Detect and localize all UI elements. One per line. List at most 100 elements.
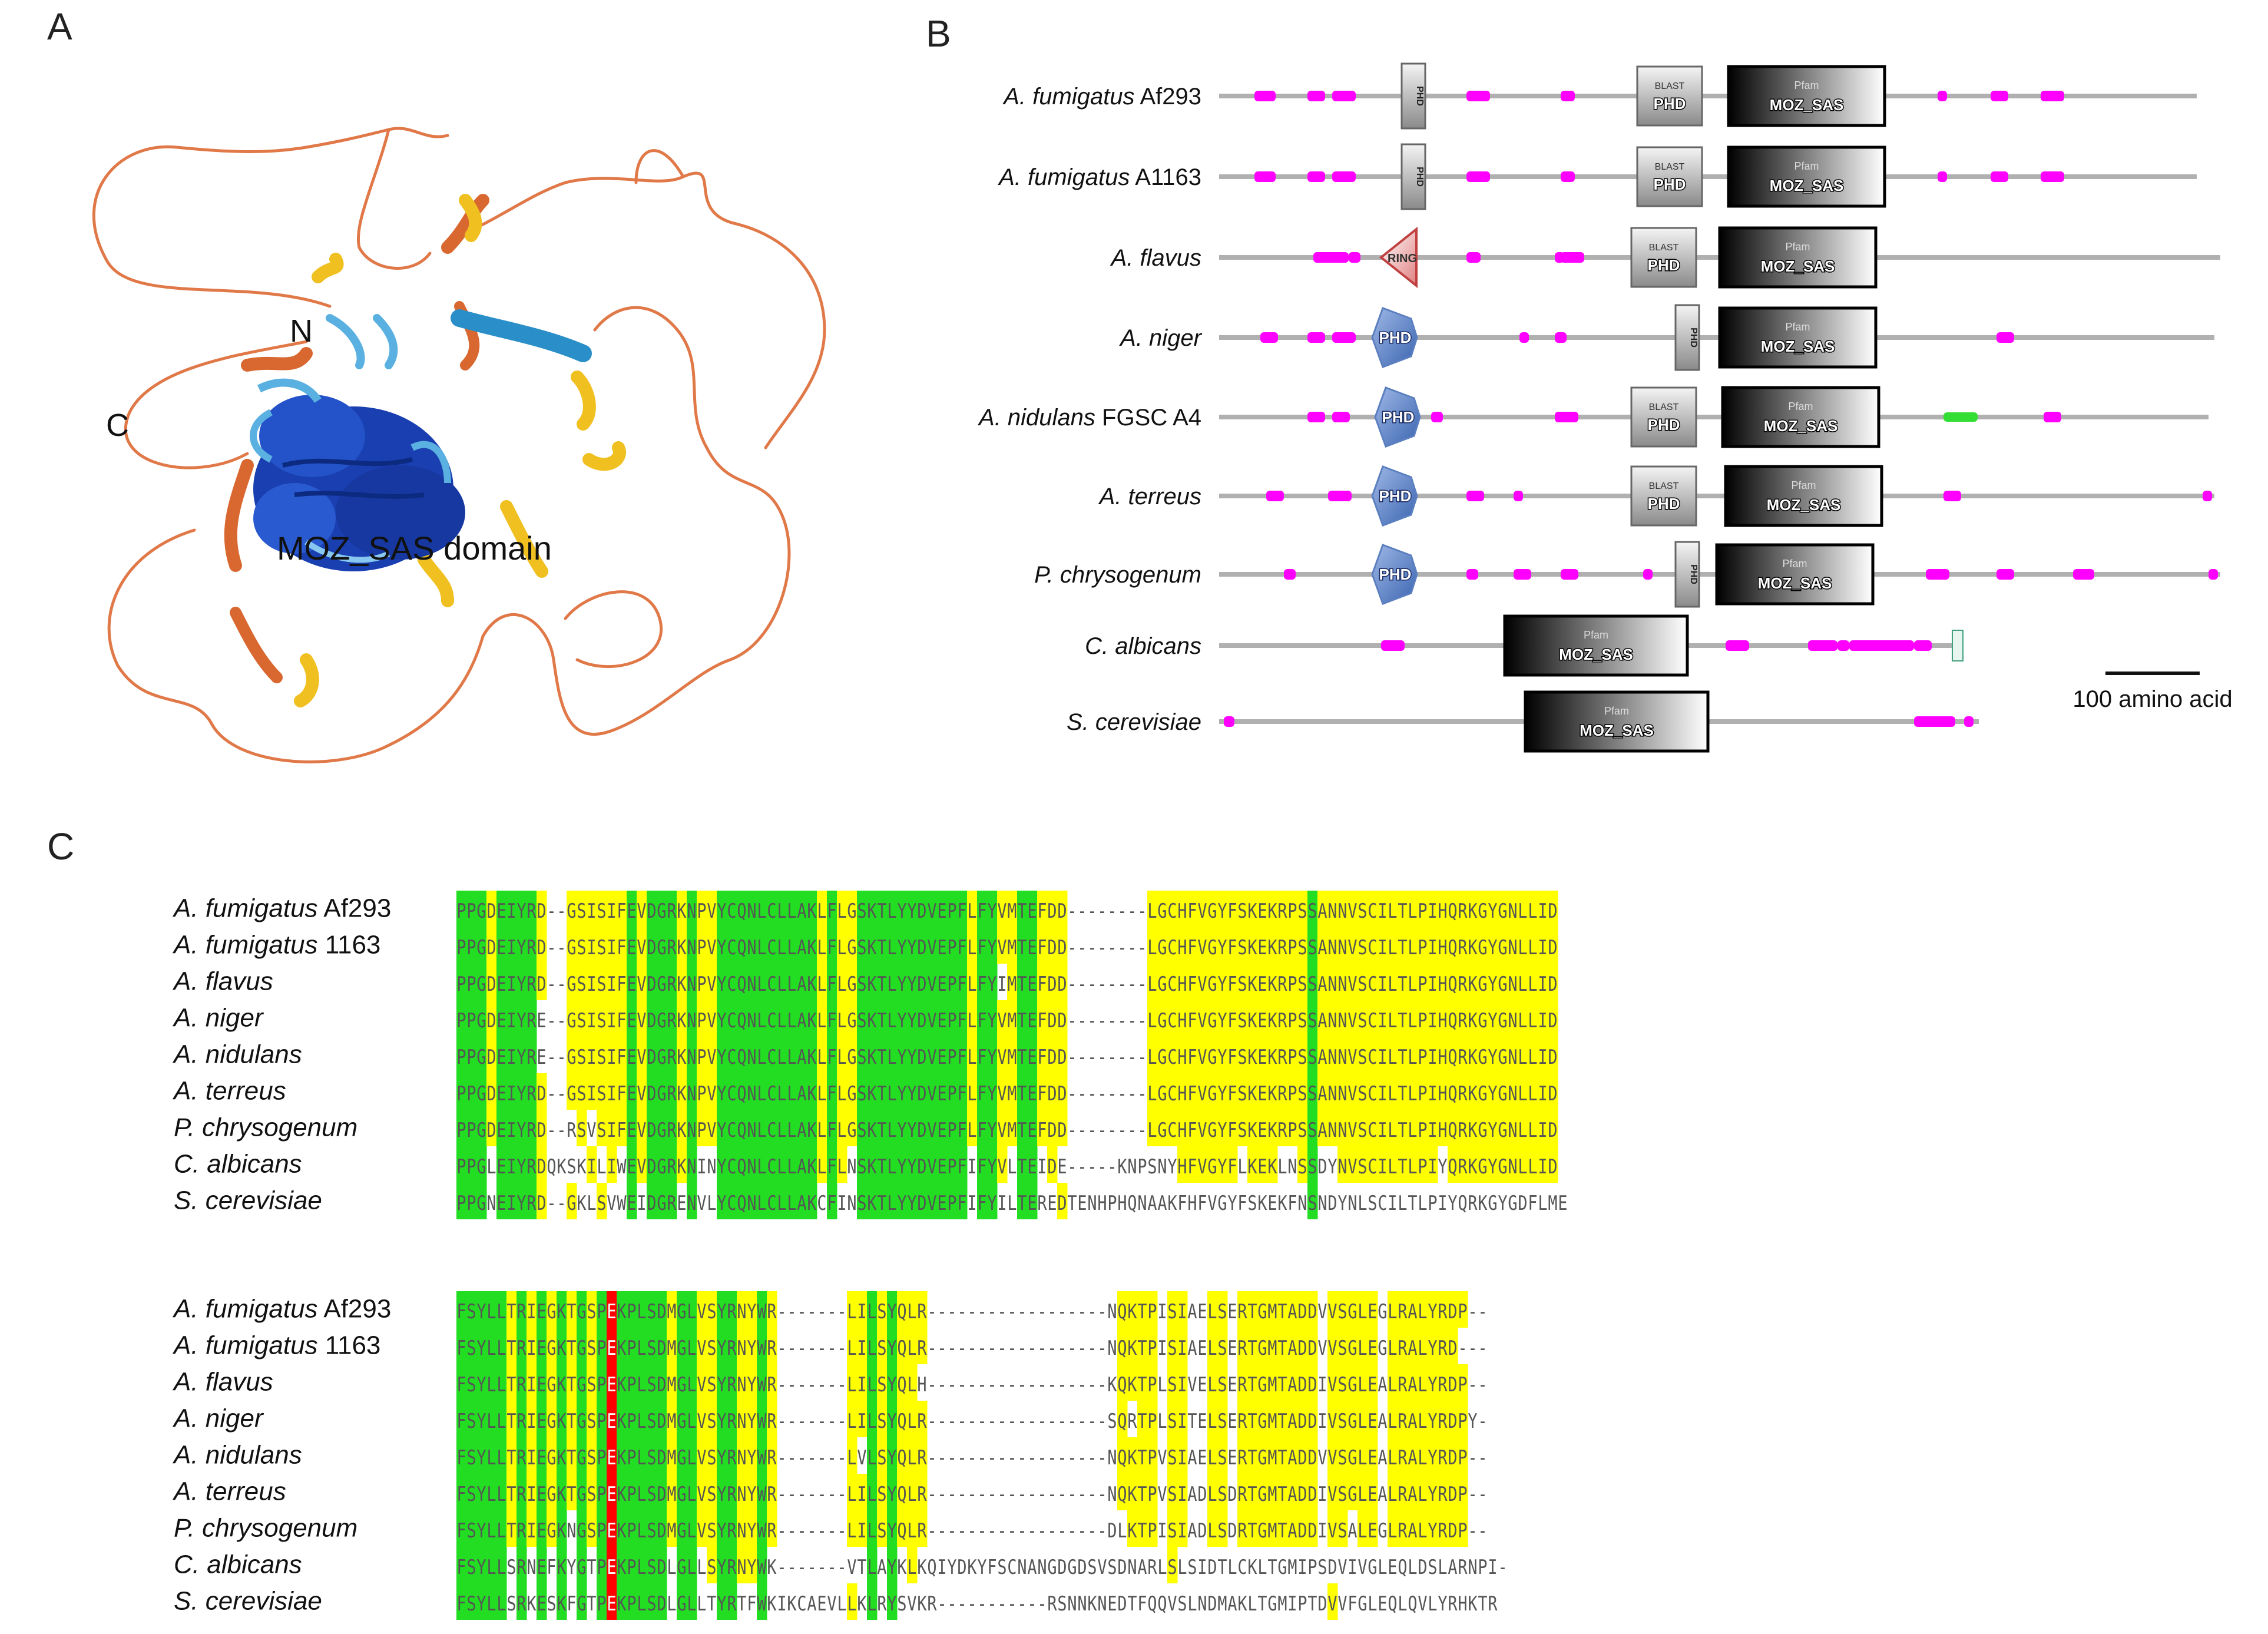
residue: - [547,973,556,996]
residue: - [1127,1046,1137,1069]
residue: S [707,1519,716,1543]
residue: L [587,1192,596,1215]
residue: M [1007,1046,1017,1069]
residue: L [757,1082,766,1106]
residue: L [837,973,846,996]
residue: R [1438,1300,1448,1324]
residue: T [567,1446,576,1470]
residue: L [486,1483,496,1506]
residue: R [917,1337,927,1360]
residue: R [1458,1556,1468,1579]
residue: T [1277,1410,1287,1433]
phd-label: PHD [1654,95,1686,113]
residue: Y [717,1082,726,1106]
residue: P [1147,1373,1157,1397]
residue: - [1087,973,1097,996]
residue: Q [1458,1192,1467,1215]
residue: L [967,936,976,960]
residue: D [1207,1556,1217,1579]
residue: W [757,1410,767,1433]
residue: - [1087,1410,1097,1433]
residue: E [1257,1046,1267,1069]
residue: I [857,1337,866,1360]
residue: - [1468,1373,1477,1397]
residue: F [977,936,986,960]
residue: R [1398,1300,1408,1324]
residue: C [1368,1082,1377,1106]
residue: D [657,1410,666,1433]
residue: Y [1488,1119,1497,1142]
low-complexity-motif [1996,569,2014,580]
residue: R [527,1009,537,1033]
residue: I [607,1009,616,1033]
residue: R [527,1192,537,1215]
residue: S [647,1300,656,1324]
residue: - [1017,1410,1027,1433]
residue: S [857,1046,866,1069]
residue: R [527,1082,537,1106]
residue: L [496,1519,506,1543]
residue: L [687,1556,696,1579]
residue: P [947,899,956,923]
residue: G [1067,1556,1077,1579]
residue: L [1207,1300,1217,1324]
residue: - [777,1446,786,1470]
residue: A [1317,1119,1327,1142]
residue: K [1267,1046,1277,1069]
residue: L [687,1300,696,1324]
residue: K [527,1592,537,1616]
loop-strand [634,149,685,184]
residue: D [1047,936,1057,960]
residue: G [577,1556,586,1579]
residue: L [1378,1556,1387,1579]
helix-segment [230,607,283,683]
residue: L [777,1155,786,1179]
residue: P [947,1046,956,1069]
residue: L [496,1556,506,1579]
low-complexity-motif [1332,332,1356,343]
residue: S [1107,1556,1117,1579]
residue: Y [897,1009,906,1033]
alignment-species-label: C. albicans [174,1150,302,1179]
residue: R [877,1592,887,1616]
residue: G [1498,899,1507,923]
residue: L [707,1192,716,1215]
residue: S [577,1119,586,1142]
loop-strand [107,528,485,763]
residue: I [506,973,516,996]
residue: H [1438,1046,1447,1069]
residue: T [1247,1410,1257,1433]
residue: T [877,1082,886,1106]
residue: - [1067,899,1077,923]
residue: - [547,1009,556,1033]
residue: Q [737,1046,746,1069]
residue: V [1317,1300,1327,1324]
residue: E [1197,1337,1207,1360]
residue: L [687,1373,696,1397]
residue: E [537,1483,546,1506]
residue: F [1227,1082,1237,1106]
species-label: C. albicans [1085,633,1201,659]
residue: I [607,1082,616,1106]
residue: - [947,1373,956,1397]
residue: - [927,1410,936,1433]
residue: K [807,1082,817,1106]
residue: H [1438,899,1447,923]
residue: Y [717,1337,726,1360]
residue: G [1478,899,1487,923]
residue: G [1378,1337,1387,1360]
residue: L [847,1410,856,1433]
residue: K [1468,1009,1478,1033]
residue: - [997,1519,1006,1543]
residue: Y [897,973,906,996]
residue: - [1097,899,1107,923]
residue: S [707,1556,716,1579]
residue: L [1368,1592,1377,1616]
residue: - [1027,1519,1037,1543]
residue: D [657,1373,666,1397]
residue: A [1408,1483,1417,1506]
residue: P [1428,1192,1437,1215]
residue: R [527,1119,537,1142]
residue: T [1398,899,1407,923]
